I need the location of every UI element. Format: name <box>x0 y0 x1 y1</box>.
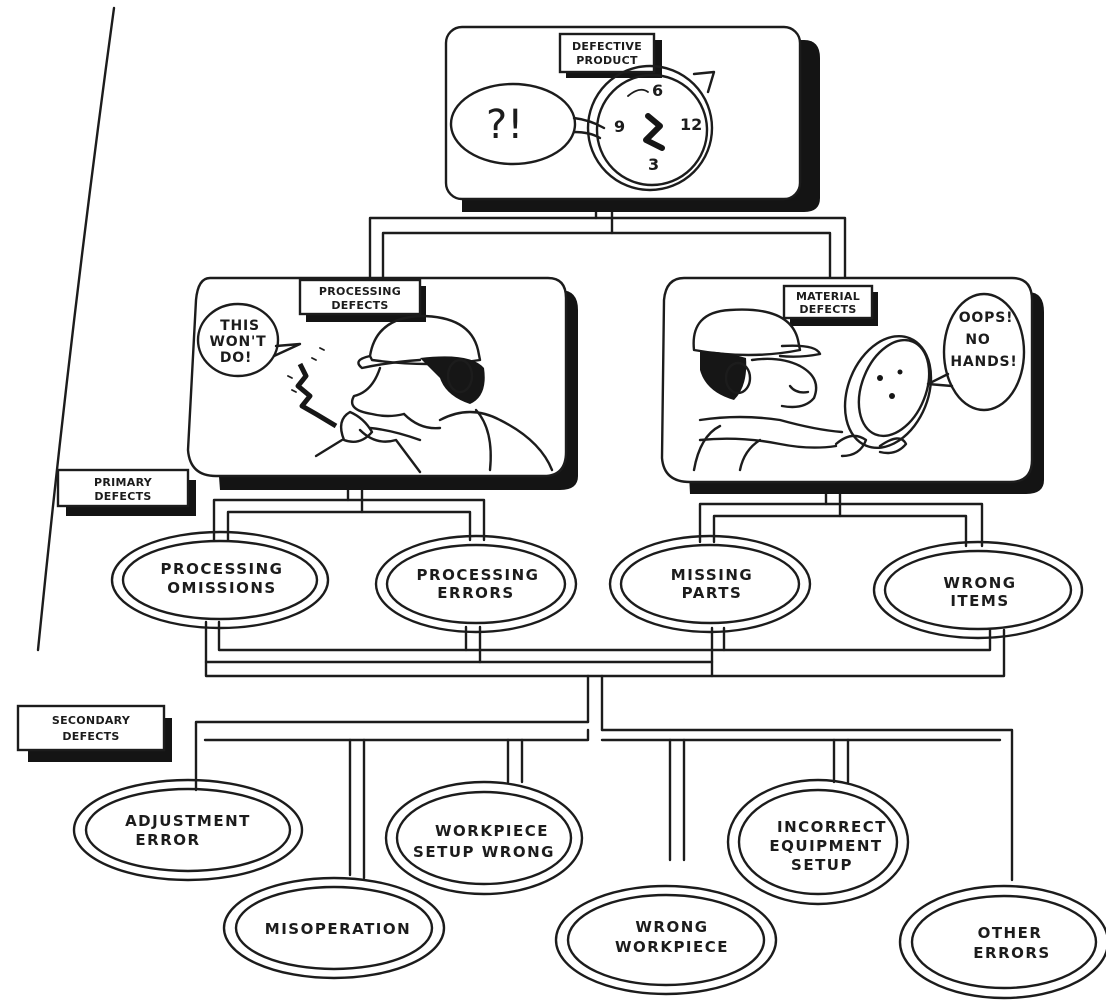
processing-tag-line-1: PROCESSING <box>319 285 401 298</box>
secondary-defects-label: SECONDARY DEFECTS <box>16 704 172 762</box>
root-tag: DEFECTIVE PRODUCT <box>558 32 662 78</box>
thought-bubble-shape <box>449 82 577 166</box>
primary-3-line-1: MISSING <box>671 566 753 584</box>
material-tag-line-2: DEFECTS <box>799 303 856 316</box>
primary-1-line-2: OMISSIONS <box>167 579 276 597</box>
secondary-5-line-2: EQUIPMENT <box>769 837 882 855</box>
interrobang-text: ?! <box>486 102 523 148</box>
primary-defect-node: MISSING PARTS <box>608 534 812 634</box>
primary-2-line-1: PROCESSING <box>417 566 540 584</box>
primary-defect-node: WRONG ITEMS <box>872 540 1084 640</box>
speech-bubble-shape <box>196 302 280 378</box>
speech-bubble-shape-2 <box>942 292 1026 412</box>
clock-number-6: 6 <box>652 81 663 100</box>
primary-4-line-1: WRONG <box>943 574 1016 592</box>
primary-defect-node: PROCESSING OMISSIONS <box>110 530 330 630</box>
secondary-defect-node: WORKPIECE SETUP WRONG <box>384 780 584 896</box>
secondary-defect-node: MISOPERATION <box>222 876 446 980</box>
material-tag: MATERIAL DEFECTS <box>782 284 878 326</box>
primary-defects-label: PRIMARY DEFECTS <box>56 468 196 516</box>
speech-line-1b: OOPS! <box>959 310 1014 326</box>
speech-line-2: WON'T <box>210 334 267 350</box>
speech-line-3b: HANDS! <box>950 354 1017 370</box>
connector-lines <box>194 193 1014 882</box>
branch-node-material-defects: MATERIAL DEFECTS OOPS! NO HANDS! <box>660 276 1044 494</box>
secondary-1-line-2: ERROR <box>135 831 200 849</box>
secondary-4-line-1: WRONG <box>635 918 708 936</box>
margin-line <box>36 6 116 652</box>
secondary-4-line-2: WORKPIECE <box>615 938 729 956</box>
worker-illustration-icon <box>287 314 554 474</box>
secondary-6-line-1: OTHER <box>978 924 1043 942</box>
clock-icon: 6 9 12 3 <box>586 64 716 192</box>
primary-4-line-2: ITEMS <box>950 592 1009 610</box>
primary-3-line-2: PARTS <box>682 584 743 602</box>
secondary-defect-node: ADJUSTMENT ERROR <box>72 778 304 882</box>
clock-number-3: 3 <box>648 155 659 174</box>
root-tag-line-1: DEFECTIVE <box>572 40 642 53</box>
secondary-defect-node: OTHER ERRORS <box>898 884 1106 1000</box>
primary-1-line-1: PROCESSING <box>161 560 284 578</box>
secondary-label-line-1: SECONDARY <box>52 714 131 727</box>
secondary-3-line-1: WORKPIECE <box>435 822 549 840</box>
clock-number-9: 9 <box>614 117 625 136</box>
secondary-defect-node: WRONG WORKPIECE <box>554 884 778 996</box>
speech-line-1: THIS <box>220 318 260 334</box>
clock-number-12: 12 <box>680 115 702 134</box>
secondary-label-line-2: DEFECTS <box>62 730 119 743</box>
secondary-2-line-1: MISOPERATION <box>265 920 411 938</box>
secondary-defect-node: INCORRECT EQUIPMENT SETUP <box>726 778 910 906</box>
speech-line-3: DO! <box>220 350 252 366</box>
processing-tag: PROCESSING DEFECTS <box>298 278 426 322</box>
secondary-6-line-2: ERRORS <box>973 944 1050 962</box>
secondary-1-line-1: ADJUSTMENT <box>125 812 251 830</box>
primary-label-line-1: PRIMARY <box>94 476 153 489</box>
primary-2-line-2: ERRORS <box>437 584 514 602</box>
primary-defect-node: PROCESSING ERRORS <box>374 534 578 634</box>
root-tag-line-2: PRODUCT <box>576 54 638 67</box>
secondary-3-line-2: SETUP WRONG <box>413 843 555 861</box>
material-tag-line-1: MATERIAL <box>796 290 860 303</box>
root-node-defective-product: DEFECTIVE PRODUCT ?! 6 9 12 3 <box>444 25 820 212</box>
secondary-5-line-1: INCORRECT <box>777 818 887 836</box>
worker-holding-clock-icon <box>692 308 933 472</box>
secondary-5-line-3: SETUP <box>791 856 853 874</box>
processing-tag-line-2: DEFECTS <box>331 299 388 312</box>
branch-node-processing-defects: PROCESSING DEFECTS THIS WON'T DO! <box>186 276 578 490</box>
speech-line-2b: NO <box>965 332 990 348</box>
primary-label-line-2: DEFECTS <box>94 490 151 503</box>
